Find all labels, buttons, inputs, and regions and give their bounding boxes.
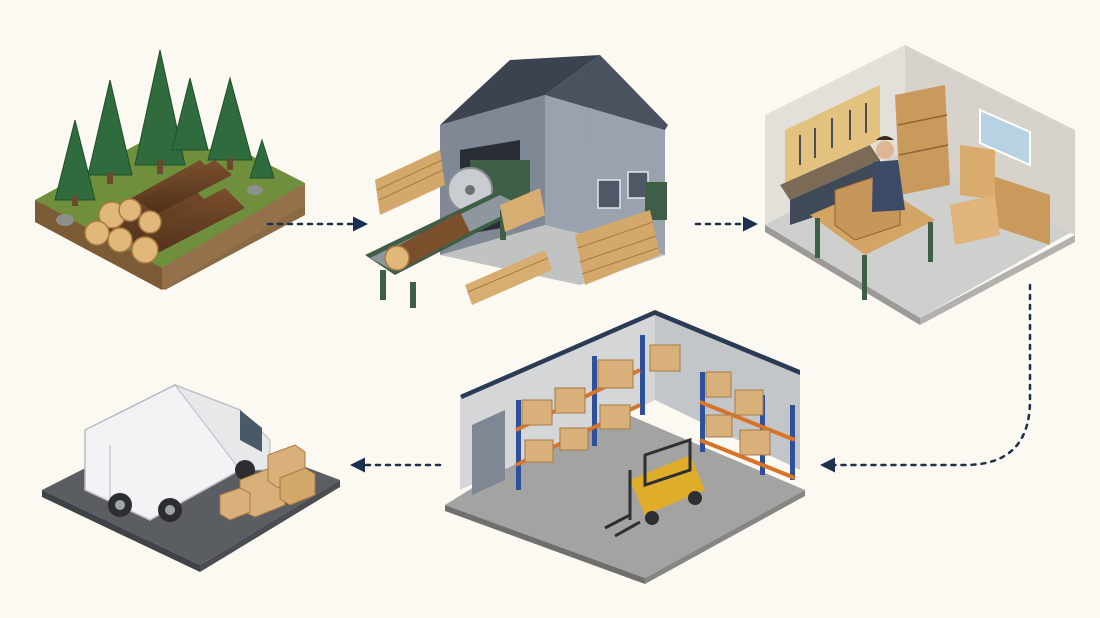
forest-logs-icon [35, 50, 305, 290]
warehouse-icon [445, 310, 805, 584]
sawmill-icon [365, 55, 668, 308]
woodworking-workshop-icon [765, 45, 1075, 325]
delivery-van-icon [42, 385, 340, 572]
